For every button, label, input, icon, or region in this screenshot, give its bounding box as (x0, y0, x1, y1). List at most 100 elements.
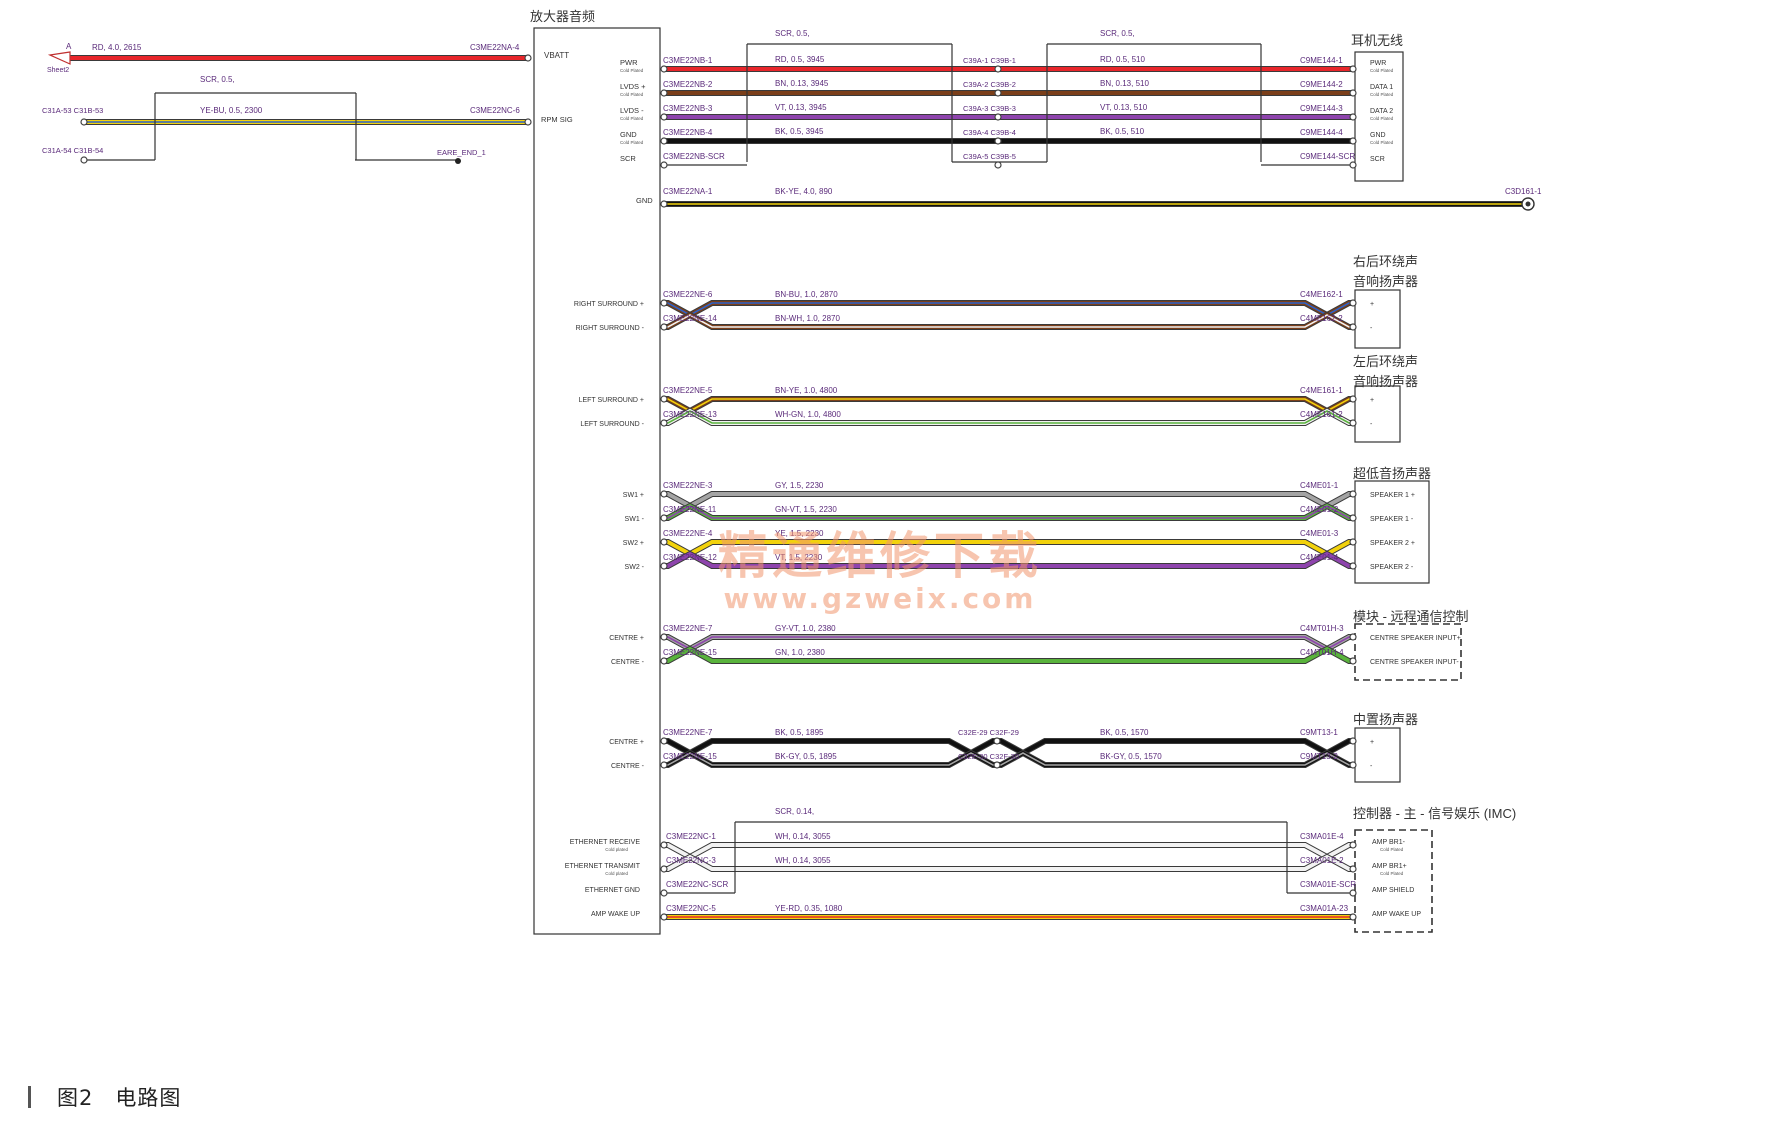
speaker-wire-2-a (664, 540, 1353, 557)
speaker-amp-pin-name: CENTRE + (609, 635, 644, 642)
hp-dev-connector: C9ME144-3 (1300, 104, 1343, 113)
imc-dev-pin (1349, 913, 1357, 921)
speaker-amp-pin (660, 395, 668, 403)
imc-dev-pin (1349, 865, 1357, 873)
imc-dev-pin-name: AMP BR1+ (1372, 863, 1407, 870)
speaker-amp-pin (660, 562, 668, 570)
speaker-wire-3-a (664, 635, 1353, 652)
sheet-ref-name: Sheet2 (47, 67, 69, 74)
speaker-amp-connector: C3ME22NE-6 (663, 290, 713, 299)
imc-amp-connector: C3ME22NC-SCR (666, 880, 728, 889)
hp-amp-pin-name: LVDS - (620, 106, 644, 115)
centre-wire-seg2-a (997, 739, 1353, 756)
hp-amp-pin-name: PWR (620, 58, 638, 67)
hp-inline-pin (994, 113, 1002, 121)
hp-dev-pin-name: SCR (1370, 156, 1385, 163)
speaker-dev-pin (1349, 538, 1357, 546)
speaker-dev-pin-name: CENTRE SPEAKER INPUT+ (1370, 635, 1461, 642)
speaker-wire-label: GN-VT, 1.5, 2230 (775, 505, 837, 514)
hp-dev-pin (1349, 137, 1357, 145)
imc-dev-connector: C3MA01E-4 (1300, 832, 1344, 841)
pin-vbatt: VBATT (544, 51, 569, 60)
speaker-wire-1-a-stripe (664, 398, 1353, 412)
hp-dev-pin-sub: Cold Plated (1370, 116, 1394, 121)
hp-amp-pin-name: GND (620, 130, 637, 139)
imc-amp-connector: C3ME22NC-1 (666, 832, 716, 841)
hp-inline-pin (994, 137, 1002, 145)
hp-dev-connector: C9ME144-2 (1300, 80, 1343, 89)
speaker-dev-pin (1349, 737, 1357, 745)
speaker-wire-1-b-stripe (664, 410, 1353, 424)
speaker-amp-connector: C3ME22NE-15 (663, 752, 717, 761)
hp-amp-pin-sub: Cold Plated (620, 68, 644, 73)
hp-amp-pin (660, 65, 668, 73)
rpm-left-conn-b: C31A-54 C31B-54 (42, 146, 103, 155)
imc-dev-connector: C3MA01E-SCR (1300, 880, 1356, 889)
hp-dev-connector: C9ME144-4 (1300, 128, 1343, 137)
speaker-wire-label: GY-VT, 1.0, 2380 (775, 624, 836, 633)
centre-inline-connector: C32E-30 C32F-30 (958, 752, 1019, 761)
imc-amp-pin-name: AMP WAKE UP (591, 911, 640, 918)
centre-inline-pin (993, 737, 1001, 745)
imc-title: 控制器 - 主 - 信号娱乐 (IMC) (1353, 806, 1516, 821)
speaker-wire-0-a (664, 301, 1353, 318)
imc-dev-connector: C3MA01A-23 (1300, 904, 1349, 913)
ground-dot (455, 158, 461, 164)
hp-amp-pin-sub: Cold Plated (620, 140, 644, 145)
caption-figure-number: 图2 (57, 1086, 94, 1110)
speaker-dev-connector: C4MT01H-3 (1300, 624, 1344, 633)
speaker-box-1 (1354, 385, 1401, 443)
speaker-dev-pin-name: - (1370, 763, 1373, 770)
caption-bar (28, 1086, 31, 1108)
watermark: 精通维修下载 www.gzweix.com (700, 528, 1060, 614)
speaker-amp-connector: C3ME22NE-4 (663, 529, 713, 538)
hp-dev-connector: C9ME144-SCR (1300, 152, 1355, 161)
speaker-amp-connector: C3ME22NE-3 (663, 481, 713, 490)
speaker-amp-pin (660, 737, 668, 745)
speaker-amp-pin (660, 514, 668, 522)
speaker-dev-connector: C4ME01-1 (1300, 481, 1339, 490)
speaker-dev-connector: C4ME162-1 (1300, 290, 1343, 299)
imc-amp-pin-name: ETHERNET TRANSMIT (565, 863, 641, 870)
speaker-wire-2-b (664, 551, 1353, 568)
hp-amp-connector: C3ME22NB-SCR (663, 152, 725, 161)
centre-inline-connector: C32E-29 C32F-29 (958, 728, 1019, 737)
hp-dev-pin (1349, 113, 1357, 121)
speaker-dev-connector: C4ME01-2 (1300, 505, 1339, 514)
speaker-dev-pin (1349, 490, 1357, 498)
pin-rpm-sig: RPM SIG (541, 115, 573, 124)
speaker-amp-connector: C3ME22NE-11 (663, 505, 717, 514)
hp-inline-connector: C39A-1 C39B-1 (963, 56, 1016, 65)
speaker-dev-pin-name: - (1370, 325, 1373, 332)
speaker-amp-connector: C3ME22NE-15 (663, 648, 717, 657)
hp-inline-connector: C39A-3 C39B-3 (963, 104, 1016, 113)
speaker-amp-pin-name: SW2 + (623, 540, 644, 547)
hp-dev-pin-sub: Cold Plated (1370, 68, 1394, 73)
speaker-dev-pin-name: SPEAKER 2 - (1370, 564, 1414, 571)
ethernet-wire-b (664, 854, 1353, 871)
speaker-dev-pin-name: SPEAKER 2 + (1370, 540, 1415, 547)
speaker-wire-3-a-stripe (664, 636, 1353, 650)
hp-wire-label2: BK, 0.5, 510 (1100, 127, 1145, 136)
speaker-dev-pin (1349, 514, 1357, 522)
speaker-dev-connector: C4ME161-1 (1300, 386, 1343, 395)
ground-terminal-core (1525, 201, 1531, 207)
imc-amp-pin (660, 865, 668, 873)
speaker-amp-connector: C3ME22NE-7 (663, 728, 713, 737)
speaker-dev-connector: C4ME162-2 (1300, 314, 1343, 323)
wires-layer (70, 55, 1525, 920)
ground-amp-pin (660, 200, 668, 208)
imc-dev-pin-name: AMP WAKE UP (1372, 911, 1421, 918)
imc-dev-pin-name: AMP BR1- (1372, 839, 1406, 846)
imc-amp-pin (660, 889, 668, 897)
speaker-dev-pin (1349, 299, 1357, 307)
hp-wire-label: BN, 0.13, 3945 (775, 79, 829, 88)
speaker-wire-1-b (664, 408, 1353, 425)
hp-amp-pin (660, 137, 668, 145)
speaker-wire-label: BN-YE, 1.0, 4800 (775, 386, 838, 395)
speaker-wire-2-a (664, 492, 1353, 509)
hp-inline-connector: C39A-2 C39B-2 (963, 80, 1016, 89)
